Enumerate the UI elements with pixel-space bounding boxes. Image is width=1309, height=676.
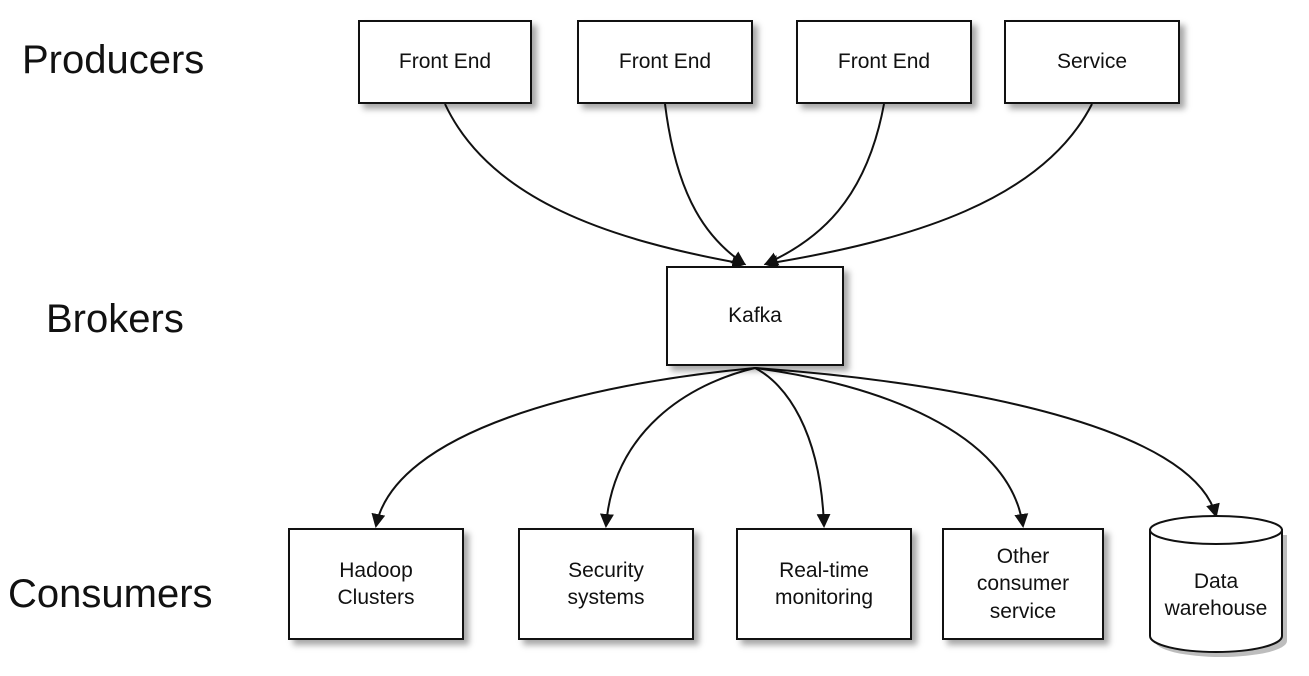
consumer-label: Security systems	[567, 558, 645, 609]
connector-arrow	[754, 367, 1029, 528]
connector-arrow	[444, 103, 747, 269]
connector-arrow	[763, 103, 1093, 269]
broker-label: Kafka	[728, 304, 782, 328]
tier-label-producers: Producers	[22, 38, 205, 82]
connector-arrow	[763, 103, 885, 266]
connector-arrow	[754, 367, 831, 528]
consumer-box: Other consumer service	[942, 528, 1104, 640]
producer-box: Front End	[358, 20, 532, 104]
producer-box: Front End	[796, 20, 972, 104]
consumer-box: Security systems	[518, 528, 694, 640]
database-cylinder-icon	[1149, 515, 1287, 657]
consumer-label: Hadoop Clusters	[337, 558, 415, 609]
producer-box: Service	[1004, 20, 1180, 104]
connector-arrow	[599, 367, 756, 528]
broker-box: Kafka	[666, 266, 844, 366]
tier-label-brokers: Brokers	[46, 297, 184, 341]
consumer-label: Real-time monitoring	[774, 558, 874, 609]
consumer-box: Real-time monitoring	[736, 528, 912, 640]
consumer-label: Other consumer service	[976, 545, 1070, 623]
connector-arrow	[754, 367, 1220, 518]
consumer-box: Hadoop Clusters	[288, 528, 464, 640]
producer-label: Front End	[618, 50, 712, 74]
producer-box: Front End	[577, 20, 753, 104]
producer-label: Front End	[398, 50, 492, 74]
tier-label-consumers: Consumers	[8, 572, 213, 616]
producer-label: Service	[1056, 50, 1128, 74]
producer-label: Front End	[837, 50, 931, 74]
consumer-label: Data warehouse	[1164, 569, 1268, 620]
connector-arrow	[664, 103, 746, 266]
edges-group	[371, 103, 1220, 528]
connector-arrow	[371, 367, 756, 528]
